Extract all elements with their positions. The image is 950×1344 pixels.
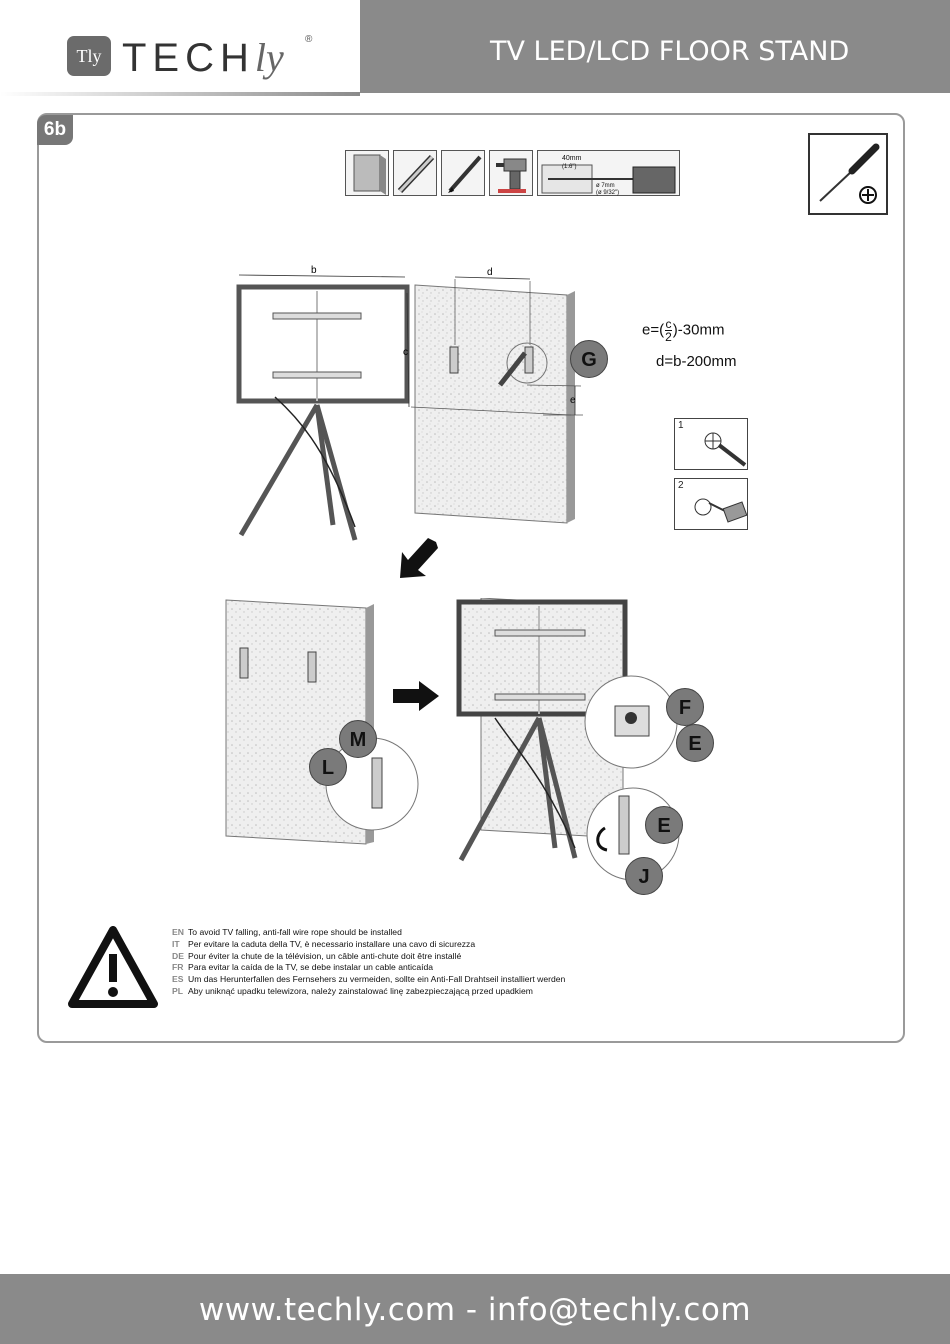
formula-d: d=b-200mm: [656, 353, 737, 370]
instruction-panel: [37, 113, 905, 1043]
callout-j: J: [625, 857, 663, 895]
mini-step-drill: 2: [674, 478, 748, 530]
arrow-down-left-icon: [400, 538, 438, 578]
callout-f: F: [666, 688, 704, 726]
drill-measure-inch: (1.6"): [562, 164, 576, 170]
callout-e-top: E: [676, 724, 714, 762]
mini-step-2-number: 2: [678, 480, 684, 491]
warning-lang-code: DE: [172, 950, 184, 961]
warning-lang-code: PL: [172, 985, 183, 996]
step-badge: 6b: [37, 115, 73, 145]
logo-mark: Tly: [67, 36, 111, 76]
dimension-e: e: [570, 395, 576, 406]
warning-text: Aby uniknąć upadku telewizora, należy za…: [188, 985, 533, 996]
warning-text: Per evitare la caduta della TV, è necess…: [188, 938, 476, 949]
formula-e-numerator: c: [665, 317, 672, 331]
wall-bracket-install-diagram: [225, 599, 419, 845]
callout-m: M: [339, 720, 377, 758]
formula-e-prefix: e=(: [642, 321, 665, 339]
screwdriver-tool-box: [808, 133, 888, 215]
warning-line: FR Para evitar la caída de la TV, se debe…: [172, 962, 732, 974]
warning-triangle-icon: [68, 926, 158, 1008]
drill-measure-label: 40mm: [562, 155, 582, 162]
drill-bit-size: ø 7mm: [596, 183, 615, 189]
callout-e-bottom: E: [645, 806, 683, 844]
dimension-c: c: [403, 347, 408, 358]
formula-e-denominator: 2: [665, 330, 672, 344]
dimension-b: b: [311, 265, 317, 276]
level-icon: [393, 150, 437, 196]
footer-contact: www.techly.com - info@techly.com: [198, 1292, 752, 1328]
header-divider: [0, 92, 360, 96]
drill-depth-icon: 40mm (1.6") ø 7mm (ø 9/32"): [537, 150, 680, 196]
mini-step-1-number: 1: [678, 420, 684, 431]
tv-mounted-diagram: [456, 598, 680, 881]
pencil-mark-icon: [704, 432, 747, 467]
brand-logo: Tly TECHly ®: [0, 0, 360, 96]
callout-g: G: [570, 340, 608, 378]
callout-l: L: [309, 748, 347, 786]
tv-wall-measurement-diagram: b c d e: [236, 265, 583, 541]
page-header: Tly TECHly ® TV LED/LCD FLOOR STAND: [0, 0, 950, 96]
warning-line: ES Um das Herunterfallen des Fernsehers z…: [172, 974, 732, 986]
warning-lang-code: EN: [172, 927, 184, 937]
mini-step-mark: 1: [674, 418, 748, 470]
dimension-d: d: [487, 267, 493, 278]
warning-lang-code: IT: [172, 938, 180, 949]
formula-e-suffix: )-30mm: [672, 321, 725, 339]
page-title: TV LED/LCD FLOOR STAND: [490, 36, 850, 67]
drill-hole-icon: [694, 498, 748, 523]
warning-line: PL Aby uniknąć upadku telewizora, należy …: [172, 986, 732, 998]
registered-mark: ®: [305, 34, 313, 45]
pencil-icon: [441, 150, 485, 196]
wall-icon: [345, 150, 389, 196]
required-tools-strip: 40mm (1.6") ø 7mm (ø 9/32"): [345, 150, 680, 198]
warning-line: DE Pour éviter la chute de la télévision,…: [172, 951, 732, 963]
warning-text: Um das Herunterfallen des Fernsehers zu …: [188, 974, 566, 985]
warning-text: Para evitar la caída de la TV, se debe i…: [188, 962, 434, 973]
warning-lang-code: FR: [172, 962, 184, 973]
header-title-bar: TV LED/LCD FLOOR STAND: [360, 0, 950, 93]
logo-wordmark: TECHly: [122, 34, 284, 81]
page-footer: www.techly.com - info@techly.com: [0, 1274, 950, 1344]
drill-bit-inch: (ø 9/32"): [596, 190, 619, 196]
logo-text-script: ly: [254, 35, 284, 80]
drill-icon: [489, 150, 533, 196]
warning-text: Pour éviter la chute de la télévision, u…: [188, 950, 462, 961]
warning-text: To avoid TV falling, anti-fall wire rope…: [188, 927, 402, 937]
warning-line: EN To avoid TV falling, anti-fall wire ro…: [172, 927, 732, 939]
logo-text-main: TECH: [122, 36, 255, 80]
arrow-right-icon: [393, 681, 439, 711]
anti-fall-warning-list: EN To avoid TV falling, anti-fall wire ro…: [172, 927, 732, 998]
warning-lang-code: ES: [172, 974, 184, 985]
warning-line: IT Per evitare la caduta della TV, è nece…: [172, 939, 732, 951]
screwdriver-icon: [819, 143, 880, 204]
